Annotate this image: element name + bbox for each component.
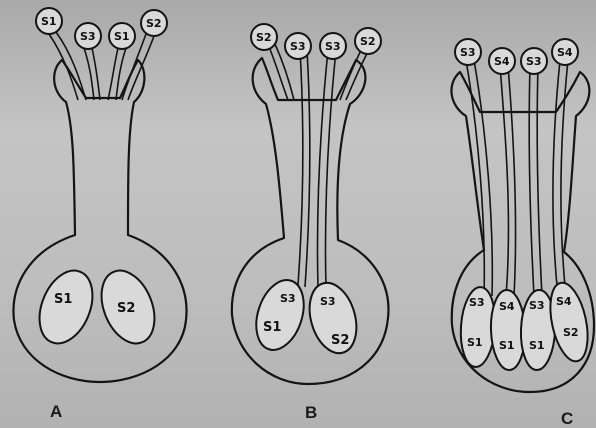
panel-a-bottom-cell-2: S2 <box>92 263 165 351</box>
panel-c-bottom-label-4b: S2 <box>563 326 579 339</box>
panel-b-body-outline <box>232 58 389 384</box>
panel-b-bottom-label-1b: S1 <box>263 320 281 335</box>
panel-a-letter: A <box>50 402 62 421</box>
panel-a-top-cell-2: S3 <box>75 23 101 49</box>
panel-a-bottom-label-1: S1 <box>54 292 72 307</box>
panel-b-filament-2 <box>317 50 328 288</box>
panel-b-top-label-1: S2 <box>256 31 272 44</box>
panel-a-bottom-cell-1: S1 <box>30 263 103 351</box>
panel-c-bottom-label-1a: S3 <box>469 296 485 309</box>
panel-c-top-cell-4: S4 <box>552 39 578 65</box>
panel-c-top-cell-3: S3 <box>521 48 547 74</box>
panel-b-filament-2b <box>325 50 336 288</box>
panel-b-bottom-label-1a: S3 <box>280 292 296 305</box>
panel-b-bottom-label-2a: S3 <box>320 295 336 308</box>
panel-c-bottom-label-1b: S1 <box>467 336 483 349</box>
panel-a-body-outline <box>14 60 187 382</box>
panel-a-filament-2 <box>84 48 94 100</box>
panel-c-top-label-1: S3 <box>460 46 476 59</box>
panel-c-filament-3b <box>537 66 542 296</box>
panel-a-bottom-label-2: S2 <box>117 301 135 316</box>
panel-c-bottom-label-4a: S4 <box>556 295 572 308</box>
panel-b-top-label-4: S2 <box>360 35 376 48</box>
panel-c-filament-2b <box>508 66 516 296</box>
panel-b-top-cell-3: S3 <box>320 33 346 59</box>
panel-b-letter: B <box>305 403 317 422</box>
panel-b-bottom-label-2b: S2 <box>331 333 349 348</box>
panel-c-top-cell-1: S3 <box>455 39 481 65</box>
panel-b-top-cell-2: S3 <box>285 33 311 59</box>
panel-c-top-label-4: S4 <box>557 46 573 59</box>
panel-b-filament-1 <box>298 50 303 285</box>
panel-b-top-cell-1: S2 <box>251 24 277 50</box>
panel-c-filament-2 <box>500 66 508 296</box>
panel-c-filament-1b <box>474 60 492 296</box>
panel-c-bottom-label-2a: S4 <box>499 300 515 313</box>
panel-c-bottom-label-3a: S3 <box>529 299 545 312</box>
panel-a: S1 S3 S1 S2 S1 S2 A <box>14 8 187 421</box>
panel-a-top-cell-3: S1 <box>109 23 135 49</box>
panel-b-bottom-cell-1: S3 S1 <box>248 274 312 356</box>
panel-a-top-cell-4: S2 <box>141 10 167 36</box>
panel-c-filament-4 <box>553 60 560 296</box>
panel-c: S3 S4 S3 S4 S3 S1 S4 S1 S3 S1 <box>451 39 594 428</box>
panel-b-top-label-3: S3 <box>325 40 341 53</box>
panel-b-filament-1b <box>305 50 310 287</box>
panel-c-top-cell-2: S4 <box>489 48 515 74</box>
panel-a-top-label-3: S1 <box>114 30 130 43</box>
panel-a-top-label-1: S1 <box>41 15 57 28</box>
panel-a-top-cell-1: S1 <box>36 8 62 34</box>
panel-b-bottom-cell-2: S3 S2 <box>302 277 364 358</box>
panel-c-filament-3 <box>529 66 534 296</box>
panel-c-top-label-3: S3 <box>526 55 542 68</box>
panel-c-letter: C <box>561 409 573 428</box>
panel-a-top-label-4: S2 <box>146 17 162 30</box>
panel-b: S2 S3 S3 S2 S3 S1 S3 S2 B <box>232 24 389 422</box>
panel-b-top-cell-4: S2 <box>355 28 381 54</box>
panel-c-bottom-label-2b: S1 <box>499 339 515 352</box>
panel-c-bottom-label-3b: S1 <box>529 339 545 352</box>
panel-a-top-label-2: S3 <box>80 30 96 43</box>
panel-b-top-label-2: S3 <box>290 40 306 53</box>
panel-c-top-label-2: S4 <box>494 55 510 68</box>
